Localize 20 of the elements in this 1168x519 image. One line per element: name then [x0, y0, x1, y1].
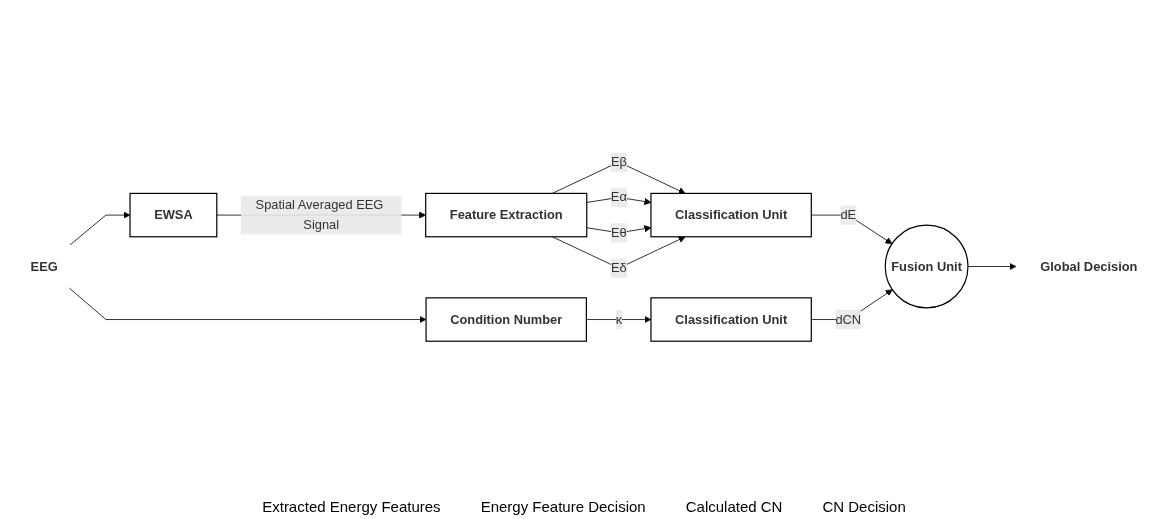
edge-label: Spatial Averaged EEG Signal	[255, 198, 384, 232]
node-text: Global Decision	[1040, 259, 1138, 274]
node-text: EEG	[30, 259, 58, 274]
edge-label: Eθ	[611, 225, 627, 240]
edge-label: κ	[615, 312, 623, 327]
node-box: Condition Number	[425, 297, 587, 342]
edge-label: Eα	[610, 190, 627, 205]
node-circle: Fusion Unit	[884, 224, 969, 309]
edge-label: dCN	[835, 312, 862, 327]
note-text: Energy Feature Decision	[480, 498, 646, 515]
edge-label: Eβ	[610, 155, 627, 169]
note-text: Calculated CN	[685, 498, 783, 515]
node-box: Classification Unit	[650, 192, 812, 238]
node-box: Classification Unit	[650, 297, 812, 342]
note-text: Extracted Energy Features	[262, 498, 441, 515]
edge-label: Eδ	[611, 261, 627, 275]
node-box: EWSA	[129, 192, 218, 238]
node-box: Feature Extraction	[425, 192, 588, 238]
note-text: CN Decision	[822, 498, 906, 515]
edge-label: dE	[840, 208, 857, 222]
